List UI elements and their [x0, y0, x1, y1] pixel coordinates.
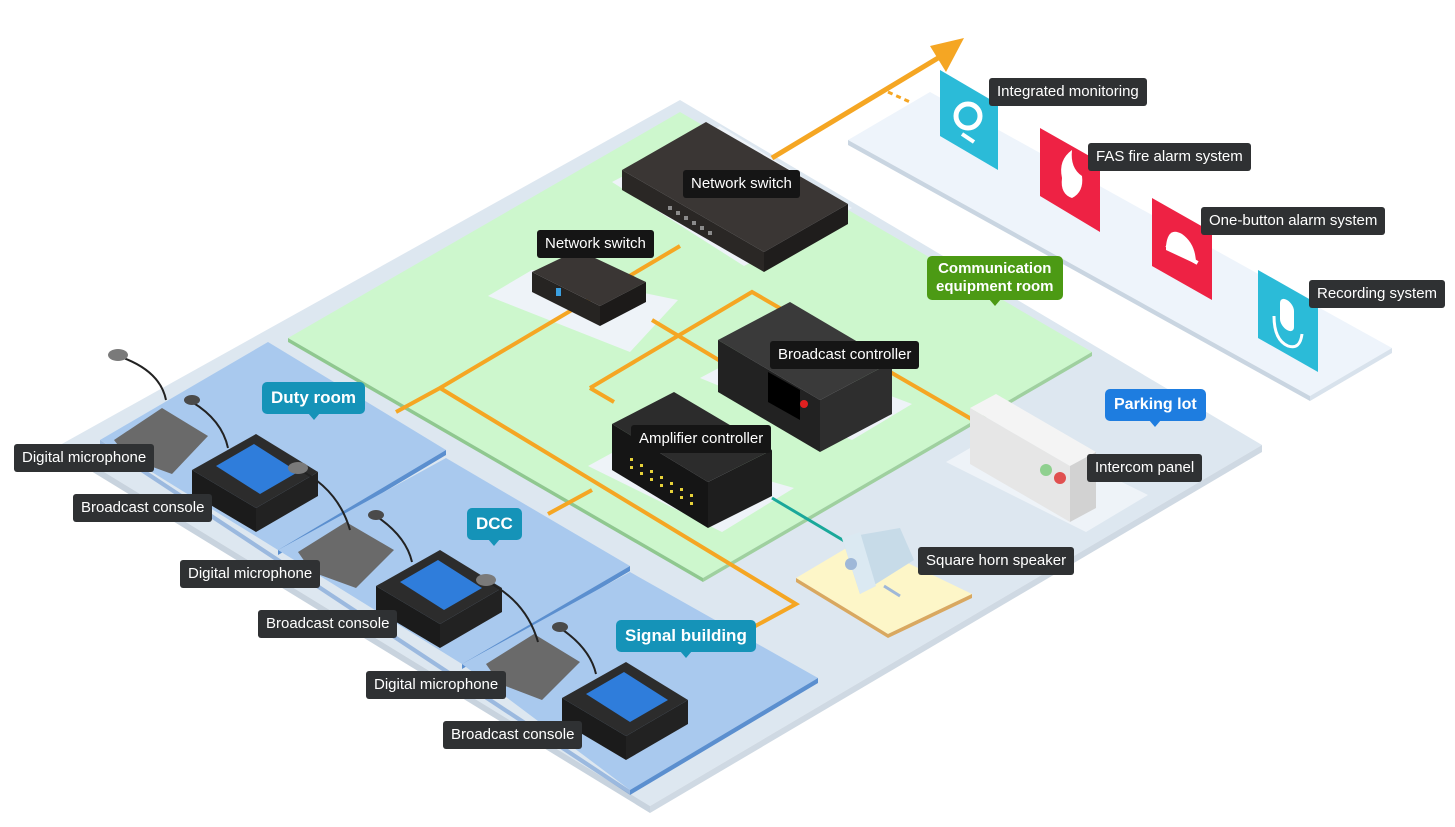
microphone-and-console-set-3 [476, 574, 688, 760]
uplink-arrow [770, 38, 964, 161]
one-button-alarm-label: One-button alarm system [1201, 207, 1386, 235]
microphone-icon [1258, 270, 1318, 372]
broadcast-console-3-label: Broadcast console [443, 721, 583, 749]
broadcast-console-1-label: Broadcast console [73, 494, 213, 522]
digital-microphone-1-label: Digital microphone [14, 444, 155, 472]
amplifier-controller-label: Amplifier controller [631, 425, 772, 453]
recording-system-label: Recording system [1309, 280, 1446, 308]
fas-fire-alarm-label: FAS fire alarm system [1088, 143, 1251, 171]
intercom-panel-label: Intercom panel [1087, 454, 1203, 482]
digital-microphone-3-label: Digital microphone [366, 671, 507, 699]
network-switch-small-device [532, 250, 646, 326]
broadcast-console-2-label: Broadcast console [258, 610, 398, 638]
dcc-zone-label: DCC [467, 508, 522, 546]
digital-microphone-2-label: Digital microphone [180, 560, 321, 588]
broadcast-controller-label: Broadcast controller [770, 341, 920, 369]
signal-building-zone-label: Signal building [616, 620, 756, 658]
webcam-icon [940, 70, 998, 170]
network-switch-small-label: Network switch [537, 230, 654, 258]
microphone-and-console-set-2 [288, 462, 502, 648]
communication-room-zone-label: Communication equipment room [927, 256, 1063, 306]
communication-room-line-2: equipment room [936, 278, 1054, 295]
alarm-light-icon [1152, 198, 1212, 300]
square-horn-speaker-device [842, 528, 914, 598]
duty-room-zone-label: Duty room [262, 382, 365, 420]
integrated-monitoring-label: Integrated monitoring [989, 78, 1147, 106]
external-systems-platform [848, 92, 1392, 401]
flame-icon [1040, 128, 1100, 232]
square-horn-speaker-label: Square horn speaker [918, 547, 1075, 575]
communication-room-line-1: Communication [938, 260, 1052, 277]
network-switch-main-label: Network switch [683, 170, 800, 198]
parking-lot-zone-label: Parking lot [1105, 389, 1206, 427]
audio-cable [771, 496, 847, 544]
